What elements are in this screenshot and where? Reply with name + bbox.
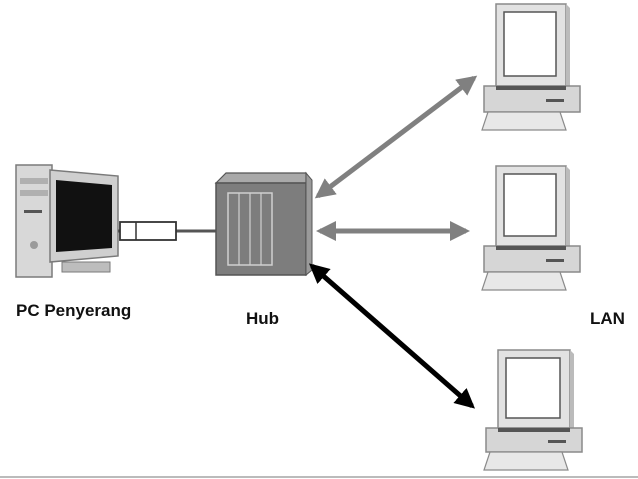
lan-label: LAN: [590, 309, 625, 328]
computer-icon: [481, 3, 581, 131]
hub-icon: [214, 171, 313, 277]
hub: Hub: [214, 171, 313, 328]
arrow-hub-to-bottom-pc: [308, 263, 476, 409]
attacker-cable: [118, 221, 216, 241]
arrow-hub-to-top-pc: [314, 75, 478, 199]
computer-icon: [481, 165, 581, 291]
lan-computer-middle: LAN: [481, 165, 625, 328]
attacker-pc: PC Penyerang: [15, 164, 131, 320]
desktop-pc-icon: [15, 164, 119, 278]
computer-icon: [483, 349, 583, 471]
lan-computer-bottom: [483, 349, 583, 471]
attacker-label: PC Penyerang: [16, 301, 131, 320]
hub-label: Hub: [246, 309, 279, 328]
cable-connector-icon: [119, 221, 177, 241]
lan-computer-top: [481, 3, 581, 131]
